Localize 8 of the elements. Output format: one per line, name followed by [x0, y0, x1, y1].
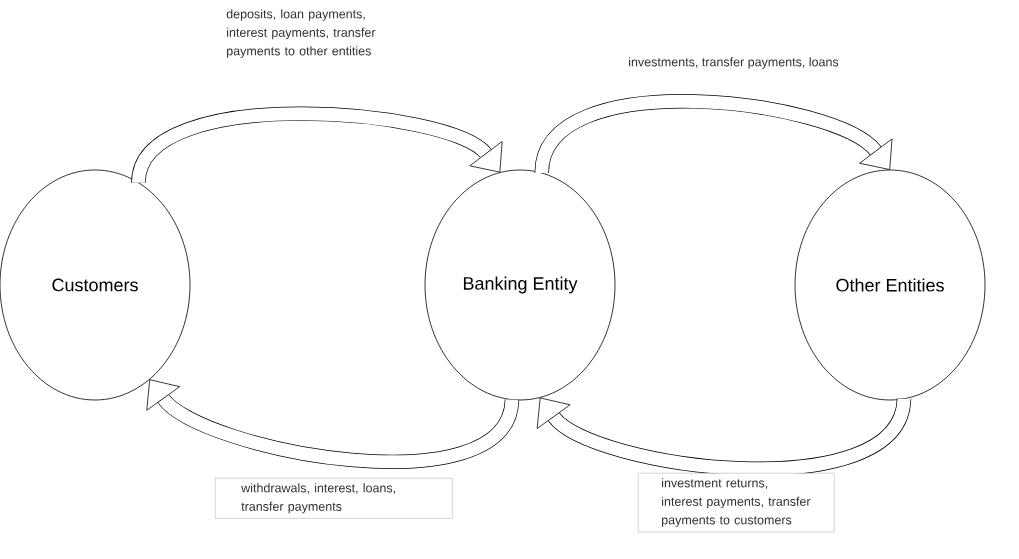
- curved-arrow: [536, 396, 911, 476]
- curved-arrow: [534, 94, 893, 175]
- curved-arrow: [131, 106, 503, 185]
- edge-label: investments, transfer payments, loans: [627, 56, 840, 70]
- curved-arrow: [146, 379, 519, 469]
- edge-label: investment returns, interest payments, transfer payments to customers: [638, 473, 835, 533]
- edge-label: deposits, loan payments, interest payments, transfer payments to other entities: [225, 8, 380, 59]
- edge-label: withdrawals, interest, loans, transfer payments: [215, 478, 453, 519]
